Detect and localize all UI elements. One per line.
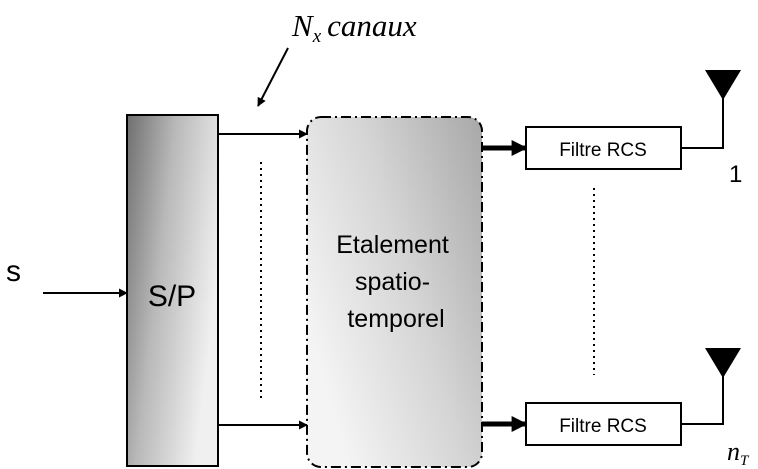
input-label: s [6,255,21,288]
antenna-feed-bottom [681,376,724,425]
spreading-label: Etalement spatio- temporel [336,231,456,333]
antenna-icon-bottom [705,348,741,378]
sp-block [126,114,219,467]
channels-symbol: N [291,8,315,43]
sp-label: S/P [148,280,196,313]
spreading-label-line-2: spatio- [355,268,430,296]
spreading-block [306,116,483,468]
antenna-label-top: 1 [729,161,742,188]
channels-word: canaux [327,8,417,43]
channels-subscript: x [312,26,322,47]
filter-label-bottom: Filtre RCS [559,416,647,437]
spreading-label-line-1: Etalement [336,231,449,259]
antenna-icon-top [705,70,741,100]
antenna-feed-top [681,98,724,149]
antenna-label-bottom: nT [727,437,750,469]
spreading-label-line-3: temporel [347,305,444,333]
channels-pointer-arrow [257,47,289,107]
antenna-label-bottom-subscript: T [740,453,750,469]
filter-label-top: Filtre RCS [559,140,647,161]
antenna-label-bottom-symbol: n [727,437,740,466]
